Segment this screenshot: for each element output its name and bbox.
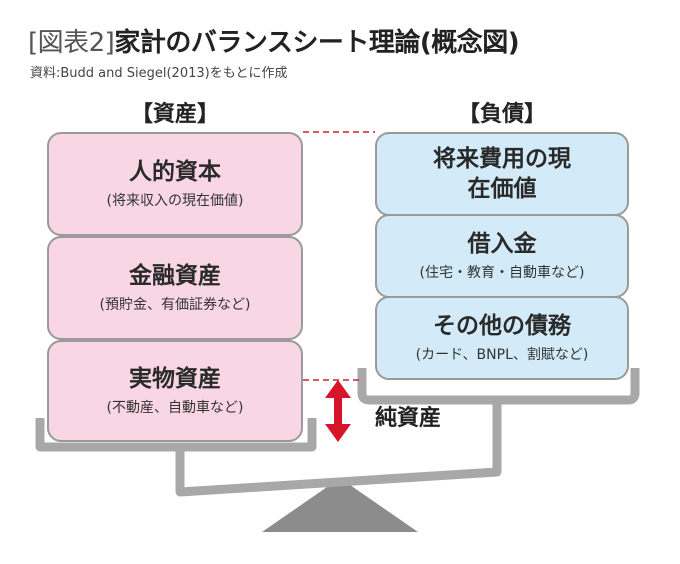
liability-label: その他の債務	[433, 313, 571, 339]
asset-label: 金融資産	[129, 263, 221, 289]
asset-sublabel: (不動産、自動車など)	[106, 400, 244, 416]
liabilities-header: 【負債】	[457, 102, 546, 127]
asset-sublabel: (預貯金、有価証券など)	[99, 297, 251, 313]
scale-beam	[175, 440, 502, 497]
left-scale-pan	[35, 418, 317, 452]
asset-sublabel: (将来収入の現在価値)	[106, 193, 244, 209]
assets-header: 【資産】	[130, 102, 219, 127]
liability-box-other-debt: その他の債務 (カード、BNPL、割賦など)	[375, 296, 629, 380]
asset-box-real: 実物資産 (不動産、自動車など)	[47, 340, 303, 442]
figure-title-text: 家計のバランスシート理論(概念図)	[114, 28, 520, 58]
source-note: 資料:Budd and Siegel(2013)をもとに作成	[30, 66, 288, 81]
liability-box-loans: 借入金 (住宅・教育・自動車など)	[375, 214, 629, 298]
figure-title: [図表2]家計のバランスシート理論(概念図)	[28, 22, 520, 59]
asset-box-human-capital: 人的資本 (将来収入の現在価値)	[47, 132, 303, 236]
asset-box-financial: 金融資産 (預貯金、有価証券など)	[47, 236, 303, 340]
liability-label: 将来費用の現在価値	[433, 146, 571, 202]
asset-label: 人的資本	[129, 159, 221, 185]
liability-box-future-costs: 将来費用の現在価値	[375, 132, 629, 216]
asset-label: 実物資産	[129, 366, 221, 392]
liability-sublabel: (カード、BNPL、割賦など)	[415, 347, 589, 363]
liability-sublabel: (住宅・教育・自動車など)	[419, 265, 585, 281]
net-worth-label: 純資産	[375, 406, 442, 431]
net-worth-double-arrow	[325, 380, 351, 442]
figure-number: [図表2]	[28, 28, 115, 58]
liability-label: 借入金	[467, 231, 537, 257]
scale-fulcrum	[262, 478, 418, 532]
